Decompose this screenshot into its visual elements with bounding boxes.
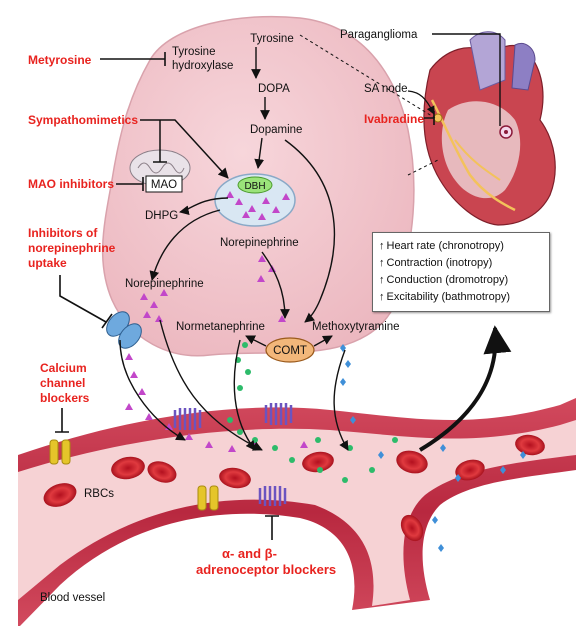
uptake-inhibitors-label-3: uptake	[28, 256, 67, 270]
rbc	[302, 451, 334, 473]
sa-node-label: SA node	[364, 83, 407, 95]
calcium-blockers-label-3: blockers	[40, 391, 90, 405]
normetanephrine-label: Normetanephrine	[176, 321, 265, 333]
rbc	[111, 456, 145, 480]
comt-enzyme	[265, 337, 315, 363]
sympathomimetics-label: Sympathomimetics	[28, 113, 138, 127]
dhpg-label: DHPG	[145, 210, 178, 222]
blood-vessel-label: Blood vessel	[40, 592, 105, 604]
dopamine-label: Dopamine	[250, 124, 302, 136]
effect-item: ↑Heart rate (chronotropy)	[379, 238, 543, 255]
effect-item: ↑Conduction (dromotropy)	[379, 272, 543, 289]
rbc-group	[43, 434, 545, 542]
tyrosine-label: Tyrosine	[250, 33, 293, 45]
norepinephrine-release-label: Norepinephrine	[125, 278, 204, 290]
up-arrow-icon: ↑	[379, 240, 385, 252]
rbc	[515, 434, 545, 456]
calcium-channel	[197, 485, 219, 511]
dbh-label: DBH	[244, 181, 265, 192]
sa-node-pointer	[407, 90, 435, 115]
up-arrow-icon: ↑	[379, 257, 385, 269]
calcium-channel	[49, 439, 71, 465]
zoom-connector	[299, 34, 439, 176]
mao-inhibitors-label: MAO inhibitors	[28, 177, 114, 191]
rbc	[147, 461, 177, 483]
tyrosine-hydroxylase-label-2: hydroxylase	[172, 60, 233, 72]
calcium-blockers-label-1: Calcium	[40, 361, 87, 375]
effect-text: Heart rate (chronotropy)	[386, 240, 504, 252]
calcium-blockers-label-2: channel	[40, 376, 85, 390]
effect-item: ↑Excitability (bathmotropy)	[379, 289, 543, 306]
sa-node-marker	[433, 113, 443, 123]
methoxytyramine-label: Methoxytyramine	[312, 321, 400, 333]
pathway-arrows	[119, 47, 512, 452]
adrenoceptor-inhibition	[265, 515, 279, 540]
effect-text: Excitability (bathmotropy)	[386, 291, 511, 303]
ivabradine-inhibition	[424, 111, 435, 125]
norepinephrine-transporter	[106, 311, 142, 349]
adrenoceptor-blockers-label-1: α- and β-	[222, 546, 277, 561]
normetanephrine-molecules	[227, 342, 398, 483]
effect-item: ↑Contraction (inotropy)	[379, 255, 543, 272]
heart-illustration	[423, 31, 556, 226]
paraganglioma-label: Paraganglioma	[340, 29, 418, 41]
ivabradine-label: Ivabradine	[364, 112, 424, 126]
uptake-inhibitors-label-2: norepinephrine	[28, 241, 116, 255]
effect-text: Contraction (inotropy)	[386, 257, 493, 269]
adrenoceptor-blockers-label-2: adrenoceptor blockers	[196, 562, 336, 577]
blood-vessel	[18, 398, 576, 626]
effect-text: Conduction (dromotropy)	[386, 274, 509, 286]
tyrosine-hydroxylase-label-1: Tyrosine	[172, 46, 215, 58]
calcium-inhibition	[55, 408, 69, 433]
mao-inhibition	[116, 177, 144, 191]
rbc	[43, 483, 77, 507]
uptake-inhibition	[59, 275, 113, 329]
metyrosine-inhibition	[100, 52, 166, 66]
up-arrow-icon: ↑	[379, 291, 385, 303]
rbc	[219, 467, 251, 489]
paraganglioma-pointer	[432, 33, 501, 126]
uptake-inhibitors-label-1: Inhibitors of	[28, 226, 98, 240]
up-arrow-icon: ↑	[379, 274, 385, 286]
sympathomimetics-arrow	[140, 119, 229, 179]
metyrosine-label: Metyrosine	[28, 53, 92, 67]
rbc	[396, 450, 428, 474]
comt-label: COMT	[273, 345, 307, 357]
mao-label: MAO	[151, 179, 177, 191]
rbcs-label: RBCs	[84, 488, 114, 500]
rbc	[455, 459, 485, 481]
norepinephrine-vesicle-label: Norepinephrine	[220, 237, 299, 249]
sympathomimetics-inhibition	[153, 120, 167, 163]
mao-box	[145, 175, 183, 193]
rbc	[400, 514, 424, 542]
methoxytyramine-molecules	[340, 344, 526, 552]
cardiac-effects-box: ↑Heart rate (chronotropy) ↑Contraction (…	[372, 232, 550, 312]
adrenoceptor	[173, 408, 202, 430]
adrenoceptor	[264, 403, 293, 425]
adrenoceptor	[258, 486, 287, 506]
dopa-label: DOPA	[258, 83, 290, 95]
